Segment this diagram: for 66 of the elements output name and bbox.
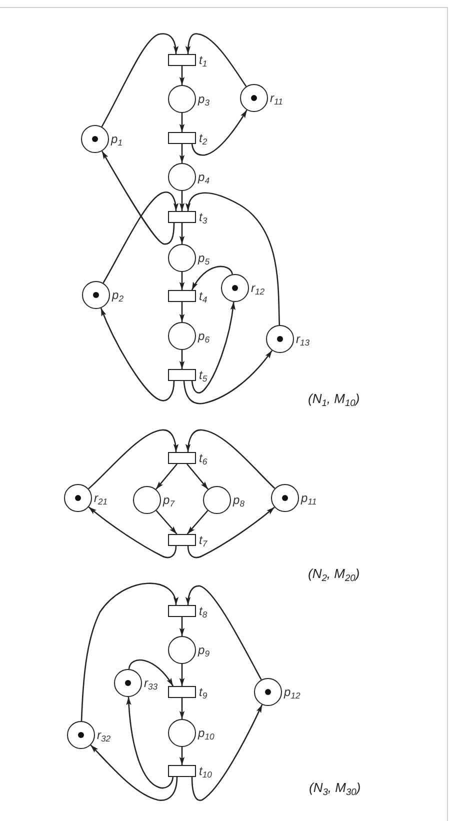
- arc-arrow: [179, 617, 185, 636]
- arc-arrow: [179, 698, 185, 719]
- arc-arrow: [101, 150, 175, 245]
- place-label: p$_{8}$: [233, 493, 244, 507]
- transition-label: t$_{8}$: [199, 604, 208, 618]
- place-label: p$_{4}$: [198, 170, 210, 184]
- arc-arrow: [186, 429, 276, 489]
- place-label: p$_{6}$: [198, 329, 210, 343]
- place-label: p$_{9}$: [198, 643, 210, 657]
- transition-label: t$_{1}$: [199, 53, 208, 67]
- transition-label: t$_{6}$: [199, 451, 208, 465]
- arc-arrow: [179, 223, 185, 244]
- net-marking-caption: (N$_{2}$, M$_{20}$): [308, 566, 360, 581]
- transition-label: t$_{7}$: [199, 533, 208, 547]
- arc-arrow: [179, 664, 185, 686]
- arc-arrow: [186, 510, 208, 534]
- place-label: p$_{10}$: [198, 726, 214, 740]
- place-label: p$_{2}$: [112, 288, 124, 302]
- arc-arrow: [191, 704, 263, 801]
- place-label: r$_{11}$: [270, 91, 283, 105]
- place-label: r$_{21}$: [94, 491, 108, 505]
- place-label: r$_{12}$: [251, 281, 265, 295]
- arc-arrow: [126, 696, 174, 789]
- place-label: r$_{32}$: [97, 728, 111, 742]
- transition-label: t$_{4}$: [199, 289, 208, 303]
- place-label: p$_{11}$: [301, 491, 317, 505]
- arc-arrow: [191, 302, 236, 394]
- place-label: p$_{1}$: [111, 132, 122, 146]
- arc-arrow: [186, 585, 262, 680]
- arc-arrow: [179, 191, 185, 211]
- transition-label: t$_{10}$: [199, 764, 212, 778]
- arc-arrow: [156, 510, 178, 534]
- arc-arrow: [88, 506, 177, 558]
- net-marking-caption: (N$_{3}$, M$_{30}$): [309, 780, 361, 795]
- arc-arrow: [100, 308, 175, 402]
- place-label: p$_{7}$: [163, 493, 174, 507]
- arc-arrow: [186, 192, 280, 326]
- arc-arrow: [128, 659, 174, 686]
- arc-arrow: [179, 350, 185, 369]
- place-label: p$_{5}$: [198, 251, 210, 265]
- transition-label: t$_{9}$: [199, 685, 208, 699]
- arc-arrow: [187, 506, 275, 558]
- net-marking-caption: (N$_{1}$, M$_{10}$): [308, 391, 360, 406]
- arc-arrow: [80, 582, 178, 722]
- arc-arrow: [179, 302, 185, 322]
- place-label: p$_{12}$: [284, 685, 300, 699]
- arc-arrow: [179, 272, 185, 290]
- transition-label: t$_{3}$: [199, 210, 208, 224]
- arc-arrow: [186, 464, 208, 490]
- transition-label: t$_{2}$: [199, 131, 208, 145]
- arc-arrow: [179, 113, 185, 132]
- arc-arrow: [102, 192, 178, 284]
- place-label: r$_{13}$: [296, 332, 310, 346]
- arc-arrow: [179, 66, 185, 85]
- arc-arrow: [156, 464, 178, 490]
- arc-arrow: [191, 110, 248, 156]
- arc-arrow: [186, 33, 247, 87]
- transition-label: t$_{5}$: [199, 368, 208, 382]
- arc-arrow: [183, 350, 273, 404]
- arc-arrow: [90, 744, 178, 801]
- arc-arrow: [179, 144, 185, 163]
- arc-arrow: [88, 429, 178, 490]
- arc-arrow: [179, 747, 185, 765]
- arc-arrow: [101, 33, 178, 128]
- place-label: r$_{33}$: [144, 676, 158, 690]
- place-label: p$_{3}$: [198, 92, 210, 106]
